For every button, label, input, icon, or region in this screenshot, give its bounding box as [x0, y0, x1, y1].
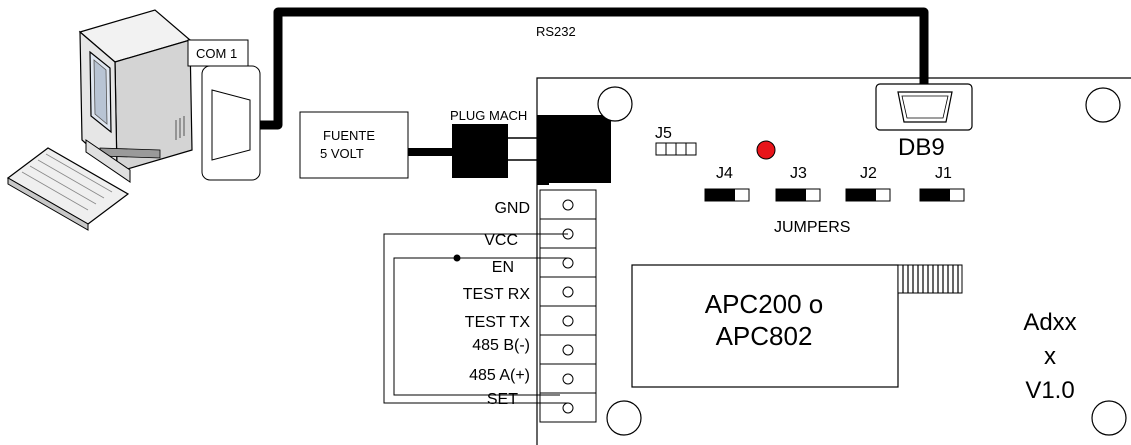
pin-label-gnd: GND	[494, 200, 530, 217]
rs232-label: RS232	[536, 24, 576, 39]
mounting-hole	[1091, 400, 1127, 436]
version-line-3: V1.0	[1025, 377, 1074, 404]
mounting-hole	[1085, 87, 1121, 123]
jumper-label-j1: J1	[935, 165, 952, 182]
jumper-j3	[775, 188, 821, 202]
board-outline	[536, 77, 1131, 445]
jumper-label-j3: J3	[790, 165, 807, 182]
pin-label-test-tx: TEST TX	[465, 314, 531, 331]
mounting-hole	[597, 86, 633, 122]
rs232-cable	[258, 7, 929, 130]
com-port-label-box	[187, 39, 249, 67]
pin-label-en: EN	[492, 259, 514, 276]
module-label-2: APC802	[716, 321, 813, 351]
jumper-j1	[919, 188, 965, 202]
j5-header	[655, 142, 697, 156]
pin-label-test-rx: TEST RX	[463, 286, 531, 303]
jumpers-caption: JUMPERS	[774, 219, 850, 236]
j5-label: J5	[655, 125, 672, 142]
jumper-wires	[383, 233, 568, 404]
pin-label-485-b: 485 B(-)	[472, 337, 530, 354]
module-label-1: APC200 o	[705, 289, 824, 319]
module-antenna-pins	[897, 264, 963, 294]
version-line-2: x	[1044, 343, 1056, 370]
version-line-1: Adxx	[1023, 309, 1076, 336]
dc-jack	[537, 115, 611, 183]
jumper-label-j4: J4	[716, 165, 733, 182]
power-supply-label-2: 5 VOLT	[320, 146, 364, 161]
db9-connector	[875, 83, 973, 131]
power-supply-label-1: FUENTE	[323, 128, 375, 143]
terminal-cells	[540, 218, 596, 394]
radio-module	[631, 264, 899, 388]
status-led	[756, 140, 776, 160]
pin-label-set: SET	[487, 391, 518, 408]
terminal-screws	[562, 199, 574, 414]
com-port-label: COM 1	[196, 46, 237, 61]
jumper-label-j2: J2	[860, 165, 877, 182]
computer	[78, 9, 193, 183]
dc-plug	[452, 124, 508, 178]
wire-junction	[453, 254, 461, 262]
mounting-hole	[606, 400, 642, 436]
db9-label: DB9	[898, 134, 945, 161]
pin-label-485-a: 485 A(+)	[469, 367, 530, 384]
plug-label: PLUG MACH	[450, 108, 527, 123]
pin-label-vcc: VCC	[484, 232, 518, 249]
power-supply-box	[299, 111, 409, 179]
jumper-j2	[845, 188, 891, 202]
jumper-j4	[704, 188, 750, 202]
keyboard	[6, 147, 130, 231]
